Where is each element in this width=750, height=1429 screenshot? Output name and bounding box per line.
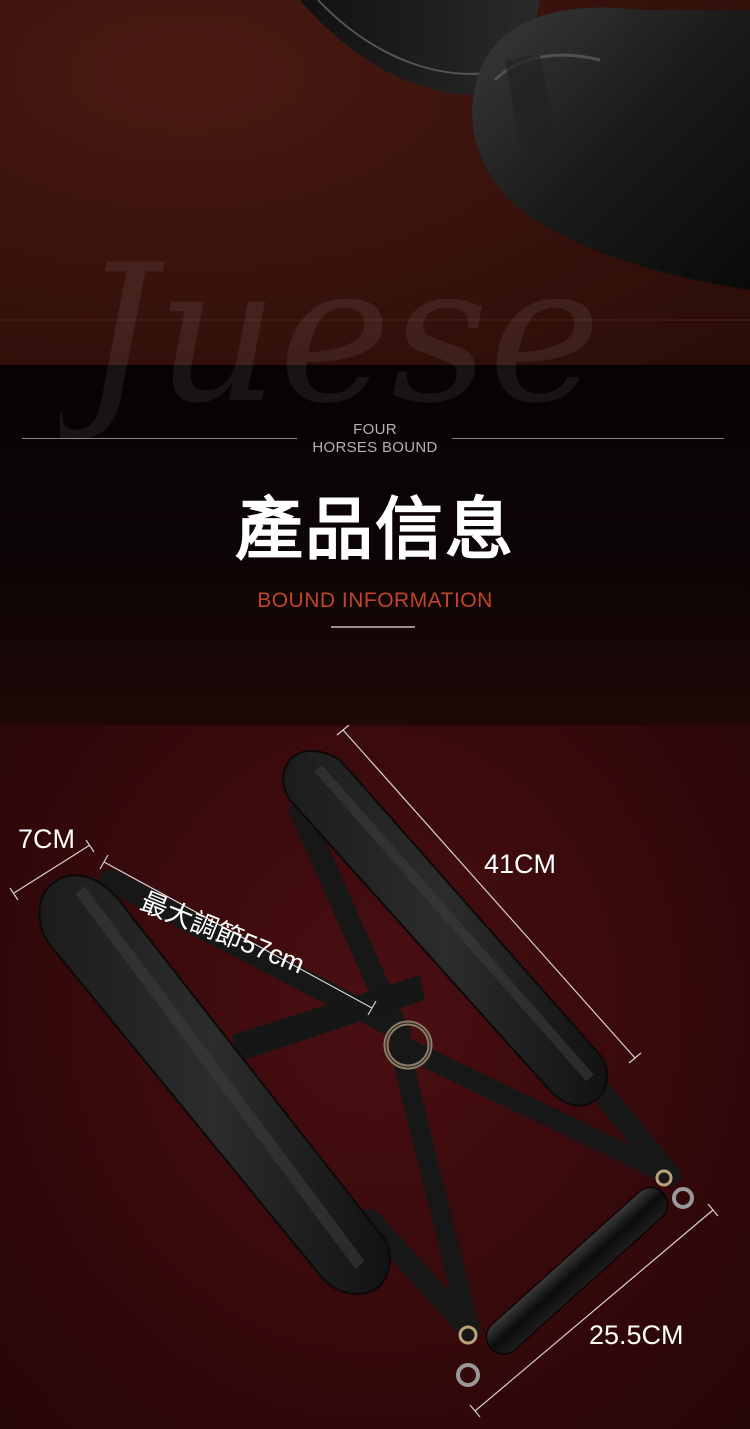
product-diagram — [9, 725, 719, 1418]
length-dimension-label: 41CM — [484, 849, 557, 879]
left-divider — [22, 438, 297, 439]
page-title: 產品信息 — [234, 490, 515, 570]
product-closeup-photo — [0, 0, 750, 365]
four-line2: HORSES BOUND — [312, 439, 438, 456]
four-line1: FOUR — [353, 421, 397, 438]
subtitle-underline — [331, 626, 415, 628]
svg-text:Juese: Juese — [60, 224, 601, 445]
right-divider — [452, 438, 724, 439]
info-header-band — [0, 365, 750, 725]
page-subtitle: BOUND INFORMATION — [257, 589, 493, 612]
four-horses-label: FOUR HORSES BOUND — [0, 421, 750, 457]
brand-watermark: Juese — [60, 224, 601, 445]
bar-dimension-label: 25.5CM — [589, 1320, 684, 1350]
width-dimension-label: 7CM — [18, 824, 76, 854]
